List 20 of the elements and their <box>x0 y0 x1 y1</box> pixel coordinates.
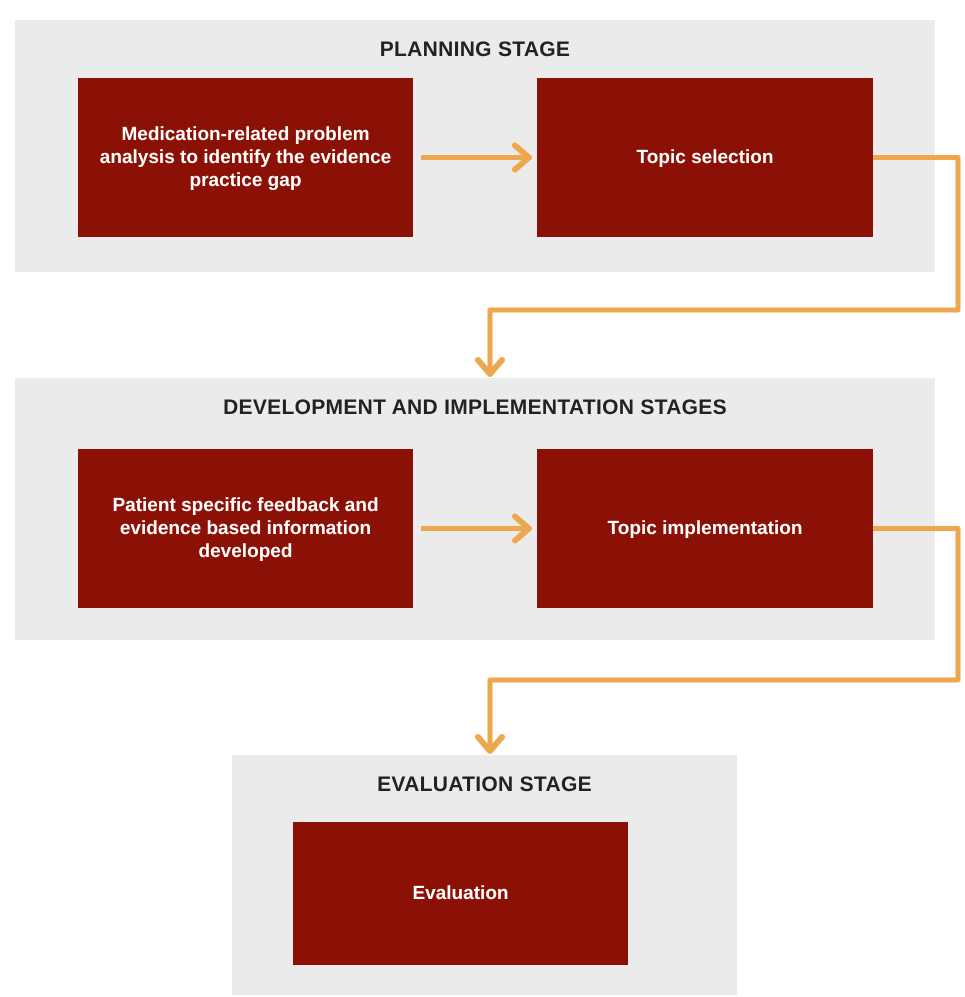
arrow <box>421 514 532 544</box>
stage-heading: PLANNING STAGE <box>378 38 572 62</box>
box-text: Patient specific feedback and evidence based information developed <box>111 494 380 564</box>
process-box <box>78 78 413 237</box>
process-box <box>537 78 873 237</box>
stage-heading: EVALUATION STAGE <box>376 773 593 797</box>
arrow <box>421 142 532 172</box>
box-text: Evaluation <box>411 882 510 906</box>
process-box <box>293 822 628 965</box>
box-text: Medication-related problem analysis to identify the evidence practice gap <box>98 122 392 192</box>
arrow <box>475 155 960 377</box>
process-box <box>537 449 873 608</box>
stage-heading: DEVELOPMENT AND IMPLEMENTATION STAGES <box>222 396 728 420</box>
box-text: Topic selection <box>636 146 774 170</box>
arrow <box>475 526 960 754</box>
stage-panel <box>15 20 935 272</box>
stage-panel <box>15 378 935 640</box>
stage-panel <box>232 755 737 995</box>
box-text: Topic implementation <box>606 516 804 540</box>
process-box <box>78 449 413 608</box>
